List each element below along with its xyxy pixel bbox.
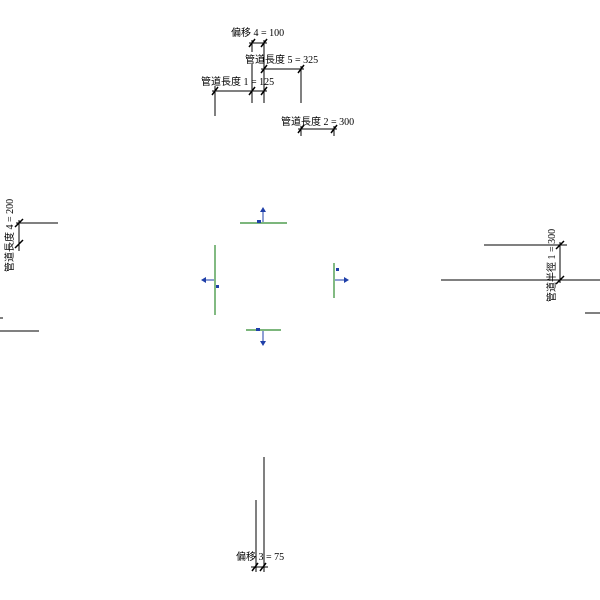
pipe-radius-1-tick-top xyxy=(555,240,565,250)
control-grip-bottom[interactable] xyxy=(256,328,260,331)
pipe-length-5-label[interactable]: 管道長度 5 = 325 xyxy=(245,53,318,66)
pipe-length-1-label[interactable]: 管道長度 1 = 125 xyxy=(201,75,274,88)
offset-4-label[interactable]: 偏移 4 = 100 xyxy=(231,26,284,39)
offset-3-tick-right xyxy=(259,562,267,572)
left-dimension-group xyxy=(0,218,58,332)
control-arrow-right-icon[interactable] xyxy=(344,277,349,283)
control-arrow-up-icon[interactable] xyxy=(260,207,266,212)
control-arrow-down-icon[interactable] xyxy=(260,341,266,346)
offset-4-tick-right xyxy=(260,38,268,48)
pipe-length-1-tick-mid xyxy=(248,86,256,96)
offset-3-label[interactable]: 偏移 3 = 75 xyxy=(236,550,284,563)
pipe-length-4-label[interactable]: 管道長度 4 = 200 xyxy=(3,199,16,272)
control-grip-left[interactable] xyxy=(216,285,219,288)
bottom-dimension-group xyxy=(251,457,268,572)
pipe-length-5-tick-left xyxy=(260,64,268,74)
pipe-radius-1-tick-bottom xyxy=(555,275,565,285)
offset-3-tick-left xyxy=(251,562,259,572)
pipe-radius-1-label[interactable]: 管道半徑 1 = 300 xyxy=(545,229,558,302)
center-reference-group xyxy=(201,207,349,346)
control-arrow-left-icon[interactable] xyxy=(201,277,206,283)
pipe-length-1-tick-right xyxy=(260,86,268,96)
top-dimension-group xyxy=(211,38,338,136)
right-dimension-group xyxy=(441,240,600,314)
control-grip-top[interactable] xyxy=(257,220,261,223)
pipe-length-5-tick-right xyxy=(297,64,305,74)
pipe-length-4-tick-bottom xyxy=(14,239,24,249)
control-grip-right[interactable] xyxy=(336,268,339,271)
pipe-length-4-tick-top xyxy=(14,218,24,228)
pipe-length-1-tick-left xyxy=(211,86,219,96)
pipe-length-2-label[interactable]: 管道長度 2 = 300 xyxy=(281,115,354,128)
